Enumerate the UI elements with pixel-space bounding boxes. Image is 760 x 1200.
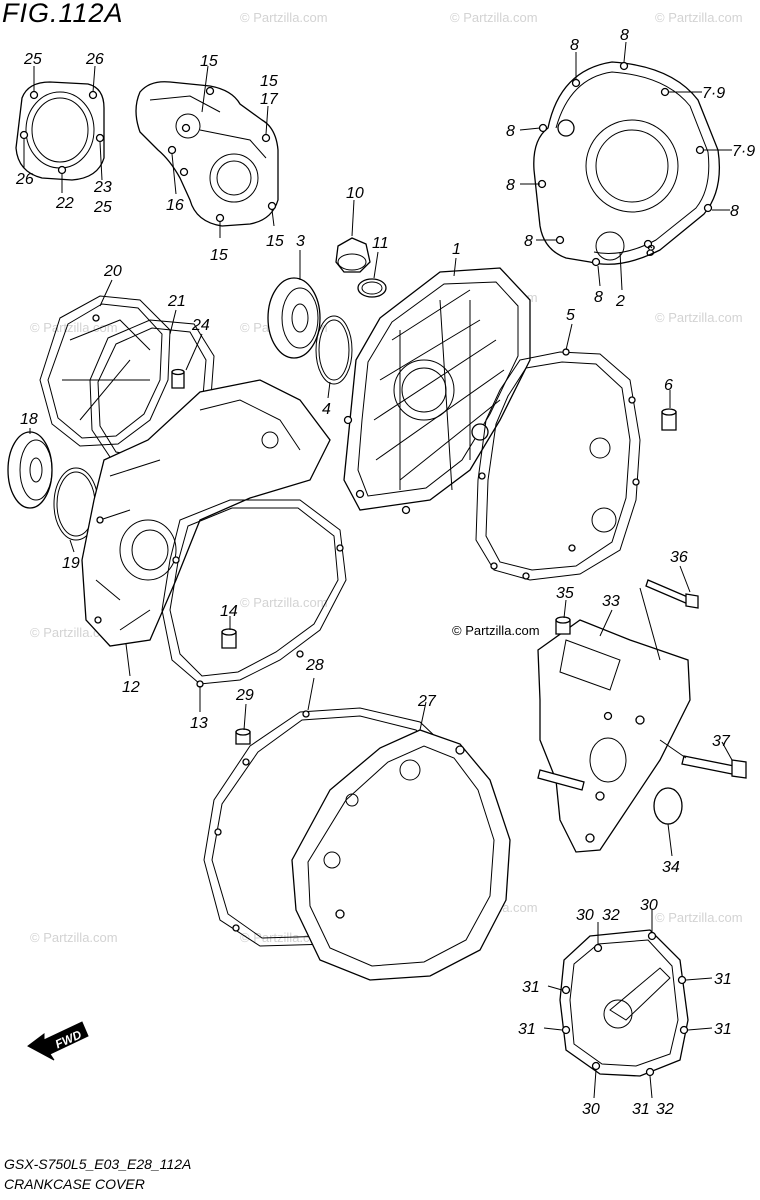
callout: 11 [372, 235, 389, 252]
callout: 7·9 [702, 85, 725, 102]
small-cover-leaders [23, 65, 103, 193]
callout-labels: 25 26 26 22 23 25 15 15 17 16 15 15 8 8 … [15, 27, 755, 1118]
watermark: © Partzilla.com [655, 910, 743, 925]
callout: 25 [93, 199, 112, 216]
callout: 31 [522, 979, 540, 996]
callout: 8 [730, 203, 739, 220]
callout: 4 [322, 401, 331, 418]
callout: 21 [167, 293, 186, 310]
callout: 20 [103, 263, 122, 280]
callout: 8 [524, 233, 533, 250]
callout: 8 [506, 123, 515, 140]
callout: 18 [20, 411, 38, 428]
forward-arrow-icon: FWD [27, 1021, 89, 1061]
fwd-label: FWD [53, 1027, 84, 1051]
bolt-37-part [659, 739, 747, 779]
copyright-notice: © Partzilla.com [452, 623, 540, 638]
callout: 2 [615, 293, 625, 310]
callout: 23 [93, 179, 112, 196]
callout: 29 [235, 687, 254, 704]
cover-12-part [81, 379, 331, 677]
callout: 26 [15, 171, 34, 188]
gasket-20-part [39, 279, 171, 447]
callout: 17 [260, 91, 279, 108]
callout: 33 [602, 593, 620, 610]
callout: 3 [296, 233, 305, 250]
figure-title: FIG.112A [2, 0, 124, 28]
pump-cover-part [135, 81, 279, 227]
watermark: © Partzilla.com [30, 320, 118, 335]
dowel-6-part [661, 390, 677, 431]
callout: 8 [620, 27, 629, 44]
small-cover-part [15, 81, 105, 181]
callout: 27 [417, 693, 437, 710]
callout: 8 [506, 177, 515, 194]
bolt-36-part [639, 565, 699, 661]
callout: 25 [23, 51, 42, 68]
watermark: © Partzilla.com [240, 595, 328, 610]
dowel-29-part [235, 703, 251, 745]
watermark: © Partzilla.com [30, 930, 118, 945]
seal-18-part [7, 428, 99, 553]
callout: 30 [640, 897, 658, 914]
callout: 1 [452, 241, 461, 258]
callout: 28 [305, 657, 324, 674]
callout: 14 [220, 603, 238, 620]
callout: 15 [266, 233, 284, 250]
cover-30-part [543, 910, 713, 1099]
callout: 7·9 [732, 143, 755, 160]
crankcase-cover-part [343, 257, 531, 515]
callout: 12 [122, 679, 140, 696]
callout: 37 [712, 733, 731, 750]
watermark: © Partzilla.com [240, 10, 328, 25]
callout: 32 [602, 907, 620, 924]
bracket-33-part [537, 599, 691, 853]
cap-part [267, 250, 353, 399]
watermark: © Partzilla.com [450, 10, 538, 25]
callout: 31 [632, 1101, 650, 1118]
callout: 10 [346, 185, 364, 202]
pump-cover-leaders [171, 65, 275, 238]
callout: 30 [576, 907, 594, 924]
dowel-14-part [221, 616, 237, 649]
callout: 16 [166, 197, 184, 214]
clutch-cover-leaders [519, 41, 732, 291]
watermark: © Partzilla.com [655, 10, 743, 25]
figure-caption: CRANKCASE COVER [4, 1176, 145, 1192]
model-code: GSX-S750L5_E03_E28_112A [4, 1156, 192, 1172]
callout: 6 [664, 377, 673, 394]
callout: 32 [656, 1101, 674, 1118]
callout: 8 [646, 243, 655, 260]
callout: 15 [260, 73, 278, 90]
callout: 30 [582, 1101, 600, 1118]
callout: 13 [190, 715, 208, 732]
gasket-5-part [475, 323, 641, 581]
oil-plug-part [335, 199, 387, 298]
clutch-cover-part [533, 61, 721, 267]
callout: 22 [55, 195, 74, 212]
callout: 19 [62, 555, 80, 572]
callout: 8 [570, 37, 579, 54]
gasket-13-part [161, 499, 347, 712]
callout: 31 [714, 971, 732, 988]
callout: 26 [85, 51, 104, 68]
callout: 15 [200, 53, 218, 70]
callout: 31 [714, 1021, 732, 1038]
callout: 5 [566, 307, 575, 324]
cap-34-part [653, 787, 683, 857]
magneto-cover-part [291, 701, 511, 981]
callout: 15 [210, 247, 228, 264]
callout: 35 [556, 585, 574, 602]
callout: 36 [670, 549, 688, 566]
callout: 8 [594, 289, 603, 306]
callout: 24 [191, 317, 210, 334]
callout: 34 [662, 859, 680, 876]
watermark: © Partzilla.com [655, 310, 743, 325]
callout: 31 [518, 1021, 536, 1038]
